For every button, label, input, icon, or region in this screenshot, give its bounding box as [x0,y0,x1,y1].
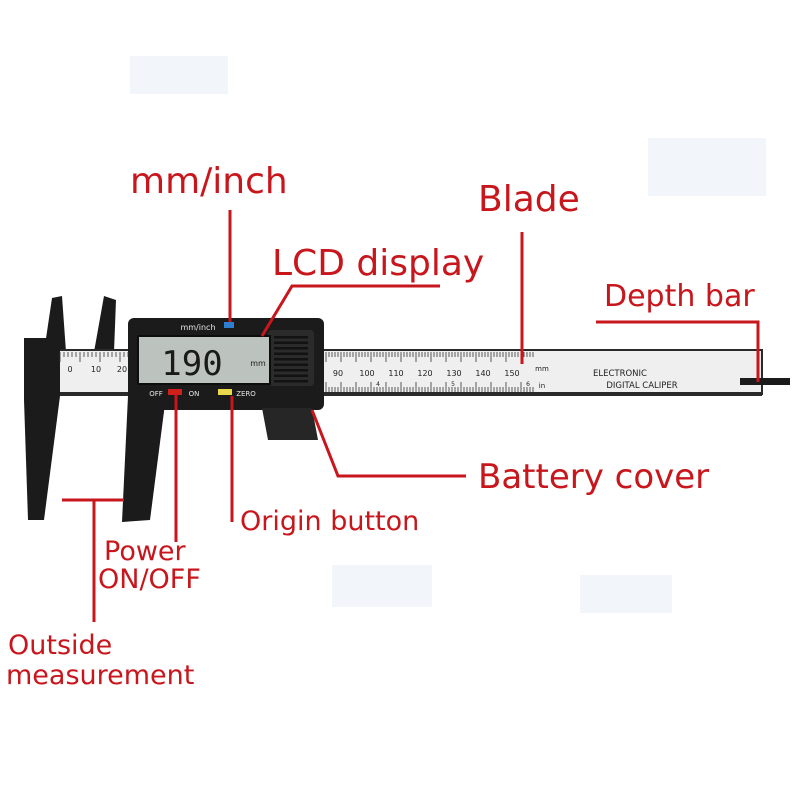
left-scale-number: 10 [91,365,101,374]
zero-label: ZERO [236,390,256,398]
brand-line-2: DIGITAL CALIPER [606,381,677,391]
label-blade: Blade [478,179,580,220]
label-depth-bar: Depth bar [604,279,755,314]
label-outside: Outside [8,630,113,661]
right-scale-number: 140 [475,369,490,378]
background-patch [332,565,432,607]
blade-bottom-edge [56,392,762,396]
label-power: Power [104,536,186,567]
background-patch [648,138,766,196]
callout-line-depth-bar [596,320,760,382]
outside-jaw-fixed [24,338,60,520]
right-scale-number: 120 [417,369,432,378]
power-button[interactable] [168,389,182,395]
left-scale-number: 0 [67,365,72,374]
battery-rib [274,347,308,350]
lcd-screen [137,335,271,385]
depth-bar-rod [740,378,790,385]
label-lcd-display: LCD display [272,243,485,284]
scale-ticks [59,352,534,392]
off-label: OFF [149,390,163,398]
outside-jaw-slider [122,396,166,522]
battery-rib [274,336,308,339]
callout-line-battery [310,409,466,478]
callout-lines [62,210,760,622]
inch-scale-number: 4 [376,381,380,388]
label-origin-button: Origin button [240,506,420,537]
left-scale: 0 10 20 [67,365,127,374]
unit-toggle-button[interactable] [224,322,234,328]
on-label: ON [189,390,200,398]
lcd-unit: mm [250,359,266,368]
battery-rib [274,352,308,355]
battery-rib [274,374,308,377]
caliper: 190 mm mm/inch OFF ON ZERO 0 10 20 90 100 11… [24,296,790,522]
right-scale: 90 100 110 120 130 140 150 4 5 6 [333,369,530,388]
unit-button-label: mm/inch [180,323,215,332]
lcd-reading: 190 [161,344,222,384]
battery-rib [274,363,308,366]
right-scale-number: 130 [446,369,461,378]
scale-in-unit: in [539,382,545,390]
zero-button[interactable] [218,389,232,395]
battery-rib [274,369,308,372]
right-scale-number: 100 [359,369,374,378]
background-patch [580,575,672,613]
right-scale-number: 110 [388,369,403,378]
thumb-wheel [262,408,318,440]
scale-mm-unit: mm [535,365,549,373]
battery-rib [274,341,308,344]
brand-line-1: ELECTRONIC [593,369,647,379]
inside-jaw-slider [94,296,116,352]
right-scale-number: 90 [333,369,343,378]
label-battery-cover: Battery cover [478,457,710,497]
inch-scale-number: 5 [451,381,455,388]
battery-rib [274,358,308,361]
label-mm-inch: mm/inch [130,161,288,202]
callout-line-lcd [260,284,440,337]
battery-cover-ribs [274,336,308,383]
label-power-on-off: ON/OFF [98,564,201,595]
label-outside-measurement: measurement [6,660,195,691]
right-scale-number: 150 [504,369,519,378]
background-patch [130,56,228,94]
left-scale-number: 20 [117,365,127,374]
inch-scale-number: 6 [526,381,530,388]
battery-rib [274,380,308,383]
